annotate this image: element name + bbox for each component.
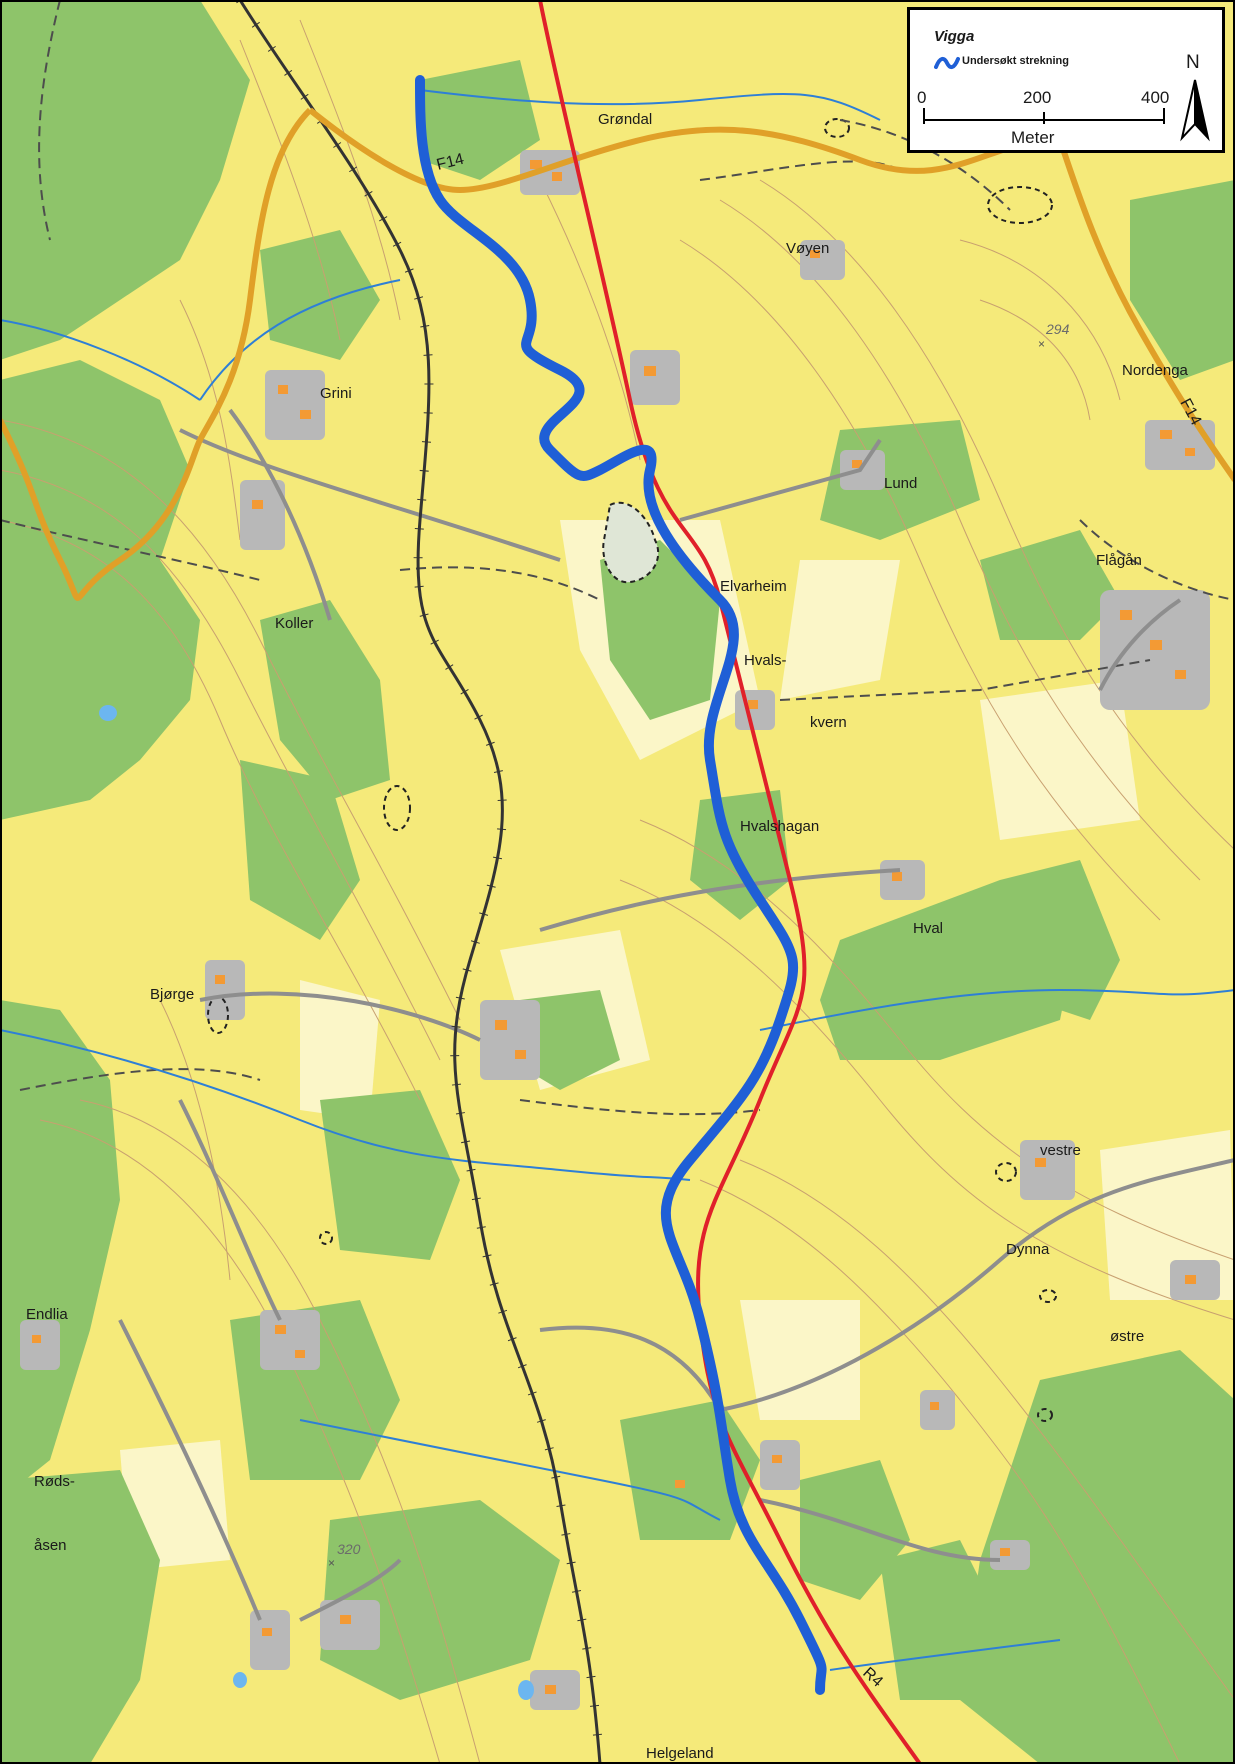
place-label: Vøyen xyxy=(786,240,829,257)
legend-title: Vigga xyxy=(934,28,975,45)
place-label: Helgeland xyxy=(646,1745,714,1762)
railway xyxy=(238,0,602,1764)
place-label: Røds- xyxy=(34,1473,75,1490)
spot-height-label: 320 xyxy=(337,1541,361,1557)
place-label: kvern xyxy=(810,714,847,731)
place-label: Hval xyxy=(913,920,943,937)
local-roads xyxy=(118,408,1235,1622)
place-label: Flågån xyxy=(1096,552,1142,569)
place-label: åsen xyxy=(34,1537,67,1554)
highway-r4 xyxy=(538,0,922,1764)
place-label: Endlia xyxy=(26,1306,68,1323)
county-road-f14 xyxy=(0,107,313,601)
map-legend: Vigga Undersøkt strekning 0 200 400 Mete… xyxy=(907,7,1225,153)
scale-label-200: 200 xyxy=(1023,88,1052,107)
river-legend-icon xyxy=(934,56,960,70)
county-road-f14-north xyxy=(1057,139,1235,482)
place-label: Hvals- xyxy=(744,652,787,669)
streams xyxy=(0,89,1235,1671)
scale-label-0: 0 xyxy=(917,88,927,107)
road-label-f14: F14 xyxy=(435,151,466,174)
north-arrow-icon xyxy=(1180,79,1210,142)
place-label: Elvarheim xyxy=(720,578,787,595)
place-labels: Grøndal Vøyen Grini Nordenga Lund Flågån… xyxy=(26,111,1189,1762)
place-label: Bjørge xyxy=(150,986,194,1003)
contour-lines xyxy=(0,19,1235,1764)
north-label: N xyxy=(1186,52,1200,73)
place-label: Dynna xyxy=(1006,1241,1050,1258)
scale-bar xyxy=(923,108,1165,124)
place-label: Lund xyxy=(884,475,917,492)
scale-label-400: 400 xyxy=(1141,88,1170,107)
place-label: Grøndal xyxy=(598,111,652,128)
spot-heights: 294 320 × × xyxy=(328,321,1070,1570)
place-label: vestre xyxy=(1040,1142,1081,1159)
legend-item-label: Undersøkt strekning xyxy=(962,55,1069,67)
river-vigga-studied-reach xyxy=(415,75,827,1695)
place-label: Koller xyxy=(275,615,313,632)
place-label: Grini xyxy=(320,385,352,402)
spot-height-marker: × xyxy=(328,1556,335,1570)
county-road-f14-east xyxy=(308,107,1041,194)
place-label: Nordenga xyxy=(1122,362,1189,379)
buildings xyxy=(32,160,1196,1694)
spot-height-label: 294 xyxy=(1045,321,1070,337)
ponds xyxy=(99,705,534,1700)
place-label: østre xyxy=(1110,1328,1144,1345)
quarry-area xyxy=(602,501,660,584)
spot-height-marker: × xyxy=(1038,337,1045,351)
scale-unit: Meter xyxy=(1011,128,1055,147)
place-label: Hvalshagan xyxy=(740,818,819,835)
